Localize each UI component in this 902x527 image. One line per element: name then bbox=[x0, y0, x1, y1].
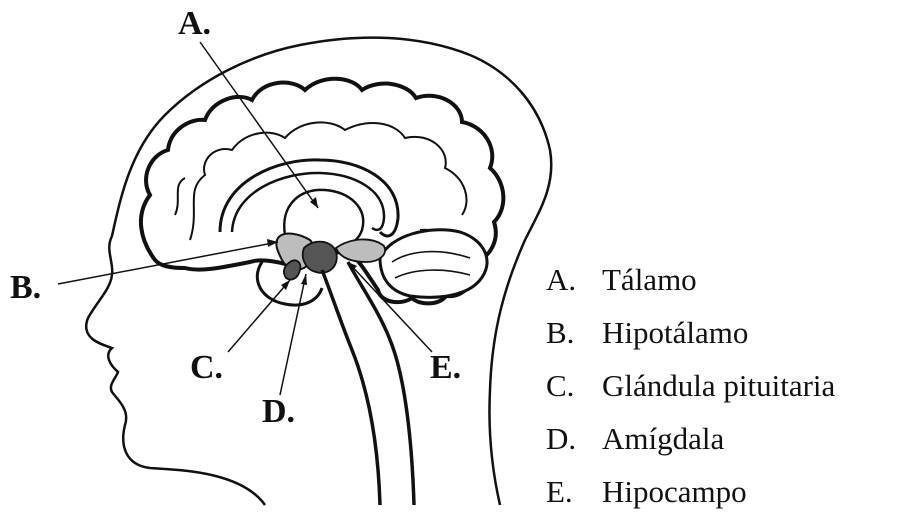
legend-key: E. bbox=[546, 474, 602, 510]
legend-label: Amígdala bbox=[602, 421, 724, 457]
legend-item: C. Glándula pituitaria bbox=[546, 368, 896, 421]
legend-item: D. Amígdala bbox=[546, 421, 896, 474]
pointer-c bbox=[228, 280, 290, 352]
cerebellum bbox=[380, 230, 487, 298]
legend: A. Tálamo B. Hipotálamo C. Glándula pitu… bbox=[546, 262, 896, 527]
legend-item: B. Hipotálamo bbox=[546, 315, 896, 368]
marker-d: D. bbox=[262, 393, 295, 430]
marker-b: B. bbox=[10, 269, 41, 306]
pointer-d bbox=[280, 274, 306, 395]
marker-a: A. bbox=[178, 5, 211, 42]
marker-e: E. bbox=[430, 349, 461, 386]
marker-c: C. bbox=[190, 349, 223, 386]
legend-item: E. Hipocampo bbox=[546, 474, 896, 527]
legend-key: C. bbox=[546, 368, 602, 404]
legend-label: Hipotálamo bbox=[602, 315, 748, 351]
legend-item: A. Tálamo bbox=[546, 262, 896, 315]
hippocampus bbox=[336, 239, 385, 262]
amygdala bbox=[303, 242, 337, 273]
legend-key: D. bbox=[546, 421, 602, 457]
legend-label: Tálamo bbox=[602, 262, 697, 298]
legend-key: A. bbox=[546, 262, 602, 298]
legend-key: B. bbox=[546, 315, 602, 351]
legend-label: Hipocampo bbox=[602, 474, 747, 510]
pointer-d-head bbox=[301, 274, 307, 285]
legend-label: Glándula pituitaria bbox=[602, 368, 835, 404]
